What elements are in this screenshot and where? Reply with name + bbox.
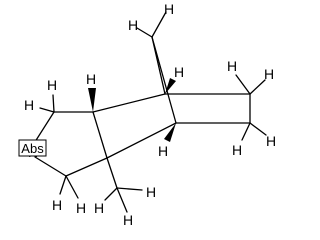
bond-c8-h-left — [136, 27, 153, 38]
bond-c3a-c7a — [92, 111, 108, 159]
bond-ch2-top-h-upper — [52, 94, 55, 113]
h-bridgehead-top-label: H — [174, 64, 184, 80]
bond-ch2-bottom-h-left — [59, 175, 67, 195]
h-ch2-right-a-label: H — [227, 58, 237, 74]
bond-ch2-bottom-c7a — [65, 157, 108, 177]
h-ch2-bottom-left-label: H — [52, 197, 62, 213]
h-bridge-left-label: H — [128, 17, 138, 33]
h-bridge-right-label: H — [164, 1, 174, 17]
h-ch2-bottom-right-label: H — [76, 200, 86, 216]
h-ch2-right-c-label: H — [232, 142, 242, 158]
bond-methyl-h-bottom — [116, 187, 143, 191]
abs-label-box — [18, 139, 47, 157]
abs-stereo-label: Abs — [18, 139, 47, 157]
bond-ch2-bottom-h-right — [65, 175, 79, 199]
h-ch2-right-b-label: H — [264, 66, 274, 82]
bond-c5-h-a — [235, 74, 251, 95]
bond-ch2-top-h-lower — [39, 107, 55, 113]
h-methyl-right-label: H — [123, 212, 133, 228]
h-ch2-right-d-label: H — [266, 133, 276, 149]
bond-n-ch2-bottom — [34, 156, 67, 177]
wedge-c4-h — [165, 78, 176, 94]
h-methyl-left-label: H — [94, 200, 104, 216]
bonds — [32, 11, 267, 213]
bond-c7a-c7 — [106, 122, 177, 159]
h-ch2-top-lower-label: H — [24, 97, 34, 113]
bond-methyl-h-left — [104, 187, 118, 201]
bond-methyl-h-right — [116, 187, 128, 213]
bond-c7a-methyl — [106, 157, 118, 189]
bond-c8-c7 — [151, 36, 177, 124]
h-bridgehead-bottom-label: H — [158, 143, 168, 159]
bond-c6-h-d — [249, 122, 267, 136]
h-junction-top-label: H — [86, 71, 96, 87]
bond-c8-h-right — [151, 11, 167, 38]
bond-c6-h-c — [241, 122, 251, 141]
wedge-c3a-h — [88, 88, 96, 112]
h-ch2-top-upper-label: H — [47, 77, 57, 93]
wedge-bonds — [88, 78, 176, 142]
h-methyl-bottom-label: H — [146, 184, 156, 200]
molecule-structure: H H H H H H H H H H H H H H H H N Abs — [18, 1, 276, 228]
wedge-c7-h — [164, 123, 176, 142]
bond-c5-h-b — [249, 79, 266, 95]
abs-label-text: Abs — [21, 141, 44, 156]
bond-c3a-c4 — [92, 93, 166, 113]
